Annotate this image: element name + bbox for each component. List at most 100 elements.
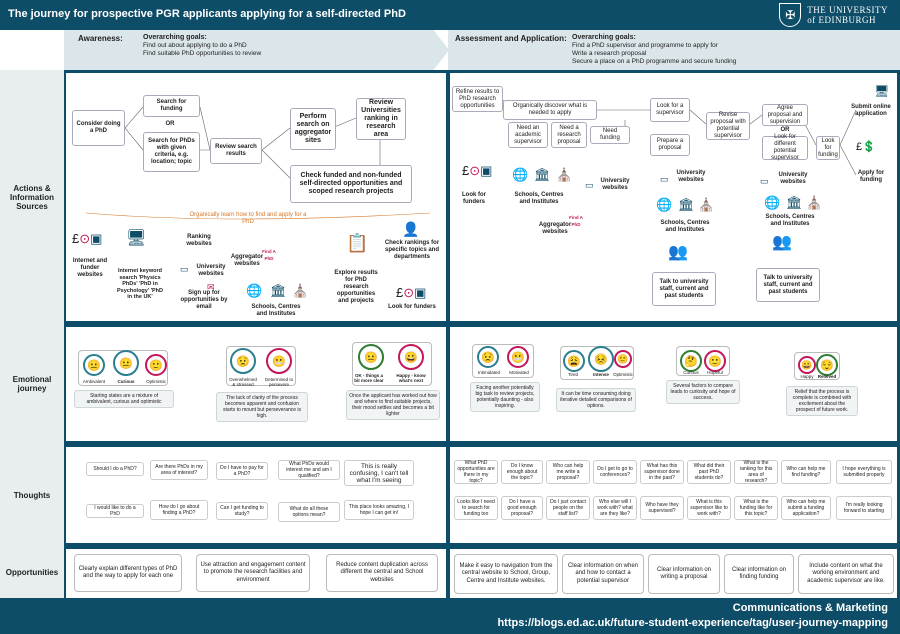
thought-bubble: Who can help me find funding? — [781, 460, 831, 484]
look-supervisor-box: Look for a supervisor — [650, 98, 690, 122]
phase-awareness-title: Awareness: — [78, 34, 123, 43]
university-websites-label: University websites — [196, 264, 226, 277]
check-rankings-label: Check rankings for specific topics and d… — [384, 240, 440, 260]
emotion-label: Tired — [567, 372, 579, 377]
building-icon: 🏛 — [786, 195, 803, 210]
hopeful-face-icon: 🙂 — [704, 350, 726, 372]
emotion-description: The lack of clarity of the process becom… — [216, 392, 308, 422]
phase-assessment-title: Assessment and Application: — [455, 34, 567, 43]
emotion-label: Intimidated — [477, 370, 500, 375]
thought-bubble: What PhDs would interest me and am I qua… — [278, 460, 340, 480]
online-form-icon: 🖥 — [874, 84, 890, 98]
university-monitor-icon: ▭ — [760, 176, 769, 186]
emotion-label: Determined to persevere — [264, 377, 294, 387]
thought-bubble: What PhD opportunities are there in my t… — [454, 460, 498, 484]
organically-learn-label: Organically learn how to find and apply … — [189, 212, 307, 225]
thought-bubble: Do I just contact people on the staff li… — [546, 496, 590, 520]
thought-bubble: This place looks amazing, I hope I can g… — [344, 500, 414, 520]
opportunity-card: Include content on what the working envi… — [798, 554, 894, 594]
agree-proposal-box: Agree proposal and supervision — [762, 104, 808, 126]
determined-face-icon: 😬 — [507, 346, 529, 368]
thought-bubble: What is this supervisor like to work wit… — [687, 496, 731, 520]
curious-face-icon: 🤔 — [680, 350, 702, 372]
thought-bubble: Do I have a good enough proposal? — [501, 496, 543, 520]
emotion-description: Several factors to compare leads to curi… — [666, 380, 740, 404]
building-icon: 🏛 — [534, 167, 551, 182]
page-title: The journey for prospective PGR applican… — [8, 8, 406, 20]
neutral-face-icon: 😐 — [83, 354, 105, 376]
row-label-opportunities: Opportunities — [0, 546, 64, 598]
look-different-box: Look for different potential supervisor — [762, 134, 808, 161]
emotion-description: Relief that the process is complete is c… — [786, 386, 858, 416]
smile-face-icon: 🙂 — [145, 354, 167, 376]
neutral-face-icon: 😐 — [113, 350, 139, 376]
schools-label: Schools, Centres and Institutes — [765, 214, 815, 227]
intense-face-icon: 😣 — [588, 346, 614, 372]
checklist-icon: 📋 — [346, 233, 369, 253]
revise-proposal-box: Revise proposal with potential superviso… — [706, 112, 750, 140]
look-funders-label: Look for funders — [462, 192, 486, 205]
emotion-label: Happy — [800, 374, 814, 379]
prepare-proposal-box: Prepare a proposal — [650, 134, 690, 156]
talk-staff-box: Talk to university staff, current and pa… — [652, 272, 716, 306]
opportunity-card: Clear information on when and how to con… — [562, 554, 644, 594]
review-results-box: Review search results — [210, 138, 262, 164]
phase-assessment-goals-heading: Overarching goals: — [572, 34, 636, 41]
phase-awareness-goal: Find suitable PhD opportunities to revie… — [143, 50, 262, 57]
emotion-label: Curious — [117, 379, 135, 384]
people-icon: 👥 — [668, 244, 688, 261]
thought-bubble: This is really confusing, I can't tell w… — [344, 460, 414, 486]
emotion-label: Happy - know what's next — [396, 373, 426, 383]
aggregator-label: Aggregator websites — [230, 254, 264, 267]
phase-assessment-goal: Write a research proposal — [572, 50, 647, 57]
footer-title: Communications & Marketing — [732, 602, 888, 614]
emotion-label: Motivated — [509, 370, 529, 375]
university-websites-label: University websites — [778, 172, 808, 185]
thought-bubble: Looks like I need to search for funding … — [454, 496, 498, 520]
happy-face-icon: 😀 — [398, 344, 424, 370]
phase-awareness-goals-heading: Overarching goals: — [143, 34, 207, 41]
thought-bubble: What is the ranking for this area of res… — [734, 460, 778, 484]
emotion-label: Relieved — [817, 374, 837, 379]
need-supervisor-box: Need an academic supervisor — [508, 122, 548, 148]
university-monitor-icon: ▭ — [660, 174, 669, 184]
globe-icon: 🌐 — [512, 167, 529, 182]
thought-bubble: Do I have to pay for a PhD? — [216, 462, 268, 480]
university-monitor-icon: ▭ — [180, 264, 189, 274]
phase-bar: Awareness: Overarching goals: Find out a… — [0, 30, 900, 70]
thought-bubble: Should I do a PhD? — [86, 462, 144, 476]
emotion-description: Once the applicant has worked out how an… — [346, 390, 440, 420]
tired-face-icon: 😩 — [563, 350, 585, 372]
phase-assessment-goal: Find a PhD supervisor and programme to a… — [572, 42, 718, 49]
thought-bubble: Are there PhDs in my area of interest? — [150, 460, 208, 480]
schools-label: Schools, Centres and Institutes — [514, 192, 564, 205]
email-icon: ✉ — [207, 282, 215, 292]
thought-bubble: How do I go about finding a PhD? — [150, 500, 208, 520]
sign-up-label: Sign up for opportunities by email — [180, 290, 228, 310]
emotion-label: Optimistic — [613, 372, 633, 377]
globe-icon: 🌐 — [764, 195, 781, 210]
search-funding-box: Search for funding — [143, 95, 200, 117]
row-label-actions: Actions & Information Sources — [0, 70, 64, 324]
thought-bubble: I would like to do a PhD — [86, 504, 144, 518]
opportunity-card: Make it easy to navigation from the cent… — [454, 554, 558, 594]
internet-funder-label: Internet and funder websites — [72, 258, 108, 278]
emotion-description: Starting states are a mixture of ambival… — [74, 390, 174, 408]
crest-icon: ✠ — [779, 3, 802, 27]
emotion-label: Overwhelmed & stressed — [229, 377, 257, 387]
emotion-label: Intense — [593, 372, 609, 377]
neutral-face-icon: 😐 — [358, 344, 384, 370]
pound-icon: £⊙▣ — [396, 285, 427, 300]
footer-bar: Communications & Marketing https://blogs… — [0, 598, 900, 634]
university-websites-label: University websites — [600, 178, 630, 191]
search-phds-box: Search for PhDs with given criteria, e.g… — [143, 132, 200, 172]
emotion-description: Facing another potentially big task to r… — [470, 382, 540, 412]
university-logo: ✠ THE UNIVERSITY of EDINBURGH — [779, 3, 888, 27]
building-icon: ⛪ — [698, 197, 715, 212]
thought-bubble: Can I get funding to study? — [216, 502, 268, 520]
thought-bubble: Who can help me write a proposal? — [546, 460, 590, 484]
building-icon: ⛪ — [292, 283, 309, 298]
refine-results-box: Refine results to PhD research opportuni… — [452, 86, 503, 112]
person-icon: 👤 — [402, 221, 420, 237]
footer-link[interactable]: https://blogs.ed.ac.uk/future-student-ex… — [497, 617, 888, 629]
